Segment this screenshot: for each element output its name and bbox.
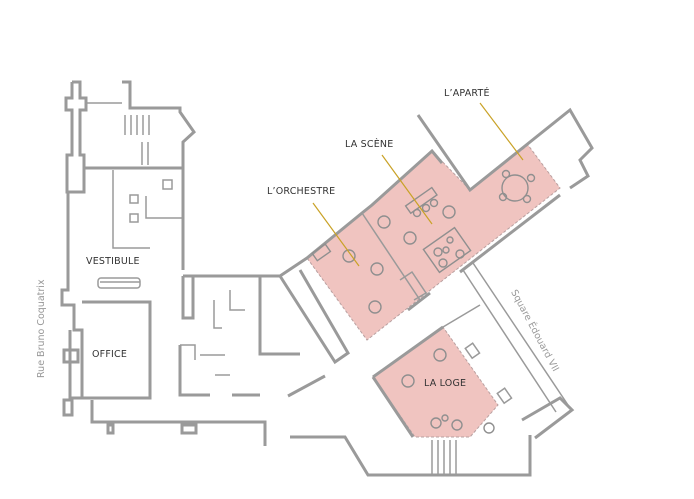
room-label-loge[interactable]: LA LOGE	[424, 378, 467, 389]
leader-orchestre	[312, 202, 360, 267]
street-label-west: Rue Bruno Coquatrix	[36, 279, 47, 378]
room-label-office[interactable]: OFFICE	[92, 349, 128, 360]
leader-aparte	[479, 102, 524, 161]
room-label-vestibule[interactable]: VESTIBULE	[86, 256, 140, 267]
room-label-orchestre[interactable]: L’ORCHESTRE	[267, 186, 336, 197]
furniture	[311, 169, 536, 434]
leader-scene	[381, 154, 433, 225]
room-label-aparte[interactable]: L’APARTÉ	[444, 88, 490, 99]
room-label-scene[interactable]: LA SCÈNE	[345, 139, 394, 150]
walls	[60, 80, 594, 477]
